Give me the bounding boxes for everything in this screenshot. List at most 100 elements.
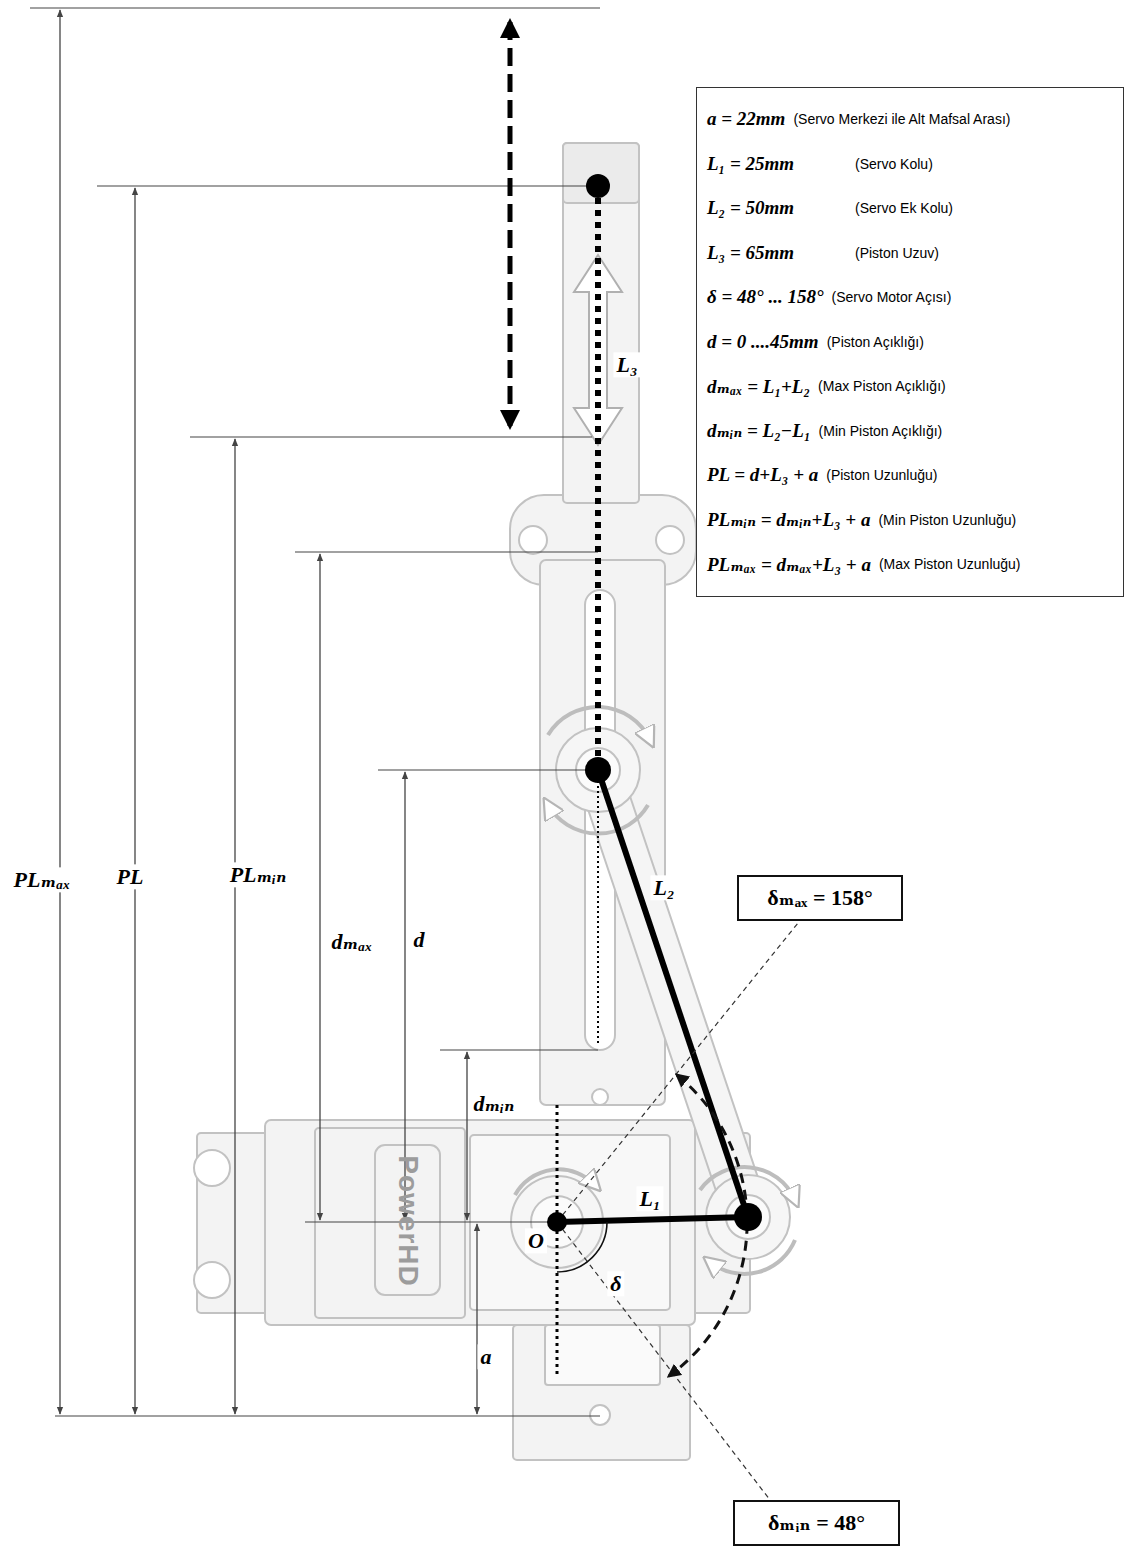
dimension-label: PL	[114, 864, 147, 889]
ghost-arm	[598, 770, 748, 1217]
link-label: L₃	[613, 352, 640, 377]
parameter-row: PLₘₐₓ = dₘₐₓ+L₃ + a (Max Piston Uzunluğu)	[707, 542, 1113, 587]
rotation-arrows-part	[700, 1167, 795, 1200]
dimension-label: dₘᵢₙ	[471, 1091, 518, 1116]
link-label: L₂	[650, 875, 677, 900]
dimension-arrows-part	[234, 439, 235, 1414]
parameter-row: PLₘᵢₙ = dₘᵢₙ+L₃ + a (Min Piston Uzunluğu)	[707, 498, 1113, 543]
angle-max-box: δₘₐₓ = 158°	[737, 875, 903, 921]
servo-mechanism-part	[513, 1325, 690, 1460]
servo-mechanism-part	[375, 1145, 440, 1295]
parameter-row: L₃ = 65mm (Piston Uzuv)	[707, 231, 1113, 276]
rotation-arrows-part	[548, 707, 650, 740]
extension-lines-part	[30, 7, 600, 8]
parameter-formula: dₘₐₓ = L₁+L₂	[707, 375, 810, 398]
parameter-row: d = 0 ....45mm(Piston Açıklığı)	[707, 320, 1113, 365]
parameter-description: (Servo Kolu)	[855, 156, 933, 172]
servo-mechanism	[194, 143, 750, 1460]
rotation-arrows	[515, 707, 795, 1274]
dimension-label: a	[478, 1344, 495, 1369]
parameter-formula: PLₘᵢₙ = dₘᵢₙ+L₃ + a	[707, 508, 870, 531]
parameter-description: (Min Piston Açıklığı)	[819, 423, 943, 439]
servo-mechanism-part	[545, 1325, 660, 1385]
parameter-description: (Max Piston Açıklığı)	[818, 378, 946, 394]
rotation-arrows-part	[710, 1240, 795, 1274]
extension-lines-part	[190, 436, 592, 437]
parameter-row: L₁ = 25mm (Servo Kolu)	[707, 142, 1113, 187]
servo-mechanism-part	[519, 526, 547, 554]
leader-lines-part	[557, 1222, 770, 1500]
angle-label: δ	[607, 1271, 624, 1296]
servo-axis	[556, 1105, 559, 1375]
parameter-table: a = 22mm (Servo Merkezi ile Alt Mafsal Ar…	[696, 87, 1124, 597]
parameter-description: (Piston Uzuv)	[855, 245, 939, 261]
extension-lines-part	[440, 1049, 598, 1050]
joint-dots-part	[586, 174, 610, 198]
parameter-formula: PLₘₐₓ = dₘₐₓ+L₃ + a	[707, 553, 871, 576]
parameter-description: (Servo Motor Açısı)	[832, 289, 952, 305]
parameter-row: dₘᵢₙ = L₂−L₁ (Min Piston Açıklığı)	[707, 409, 1113, 454]
extension-lines-part	[295, 551, 598, 552]
dimension-arrows-part	[466, 1052, 467, 1220]
angle-range-arc	[669, 1075, 747, 1376]
servo-mechanism-part	[592, 1089, 608, 1105]
rotation-arrows-part	[515, 1169, 595, 1195]
parameter-row: a = 22mm (Servo Merkezi ile Alt Mafsal Ar…	[707, 97, 1113, 142]
parameter-description: (Servo Merkezi ile Alt Mafsal Arası)	[793, 111, 1010, 127]
dimension-label: PLₘₐₓ	[11, 867, 74, 892]
extension-lines	[30, 8, 600, 1416]
extension-lines-part	[97, 185, 598, 186]
extension-lines-part	[305, 1221, 557, 1222]
angle-arc	[557, 1222, 607, 1272]
center-label: O	[525, 1228, 547, 1253]
joint-dots-part	[585, 757, 611, 783]
joint-dots-part	[734, 1203, 762, 1231]
piston-axis	[595, 186, 601, 770]
parameter-formula: L₂ = 50mm	[707, 197, 847, 219]
dimension-label: d	[411, 927, 428, 952]
slot-axis	[597, 776, 599, 1046]
servo-mechanism-part	[563, 143, 639, 203]
joint-discs	[511, 728, 790, 1268]
extension-lines-part	[378, 769, 598, 770]
parameter-formula: dₘᵢₙ = L₂−L₁	[707, 419, 811, 442]
servo-mechanism-part	[194, 1150, 230, 1186]
servo-brand: PowerHD	[392, 1152, 424, 1289]
dimension-arrows-part	[476, 1224, 477, 1414]
parameter-description: (Max Piston Uzunluğu)	[879, 556, 1021, 572]
parameter-description: (Piston Açıklığı)	[827, 334, 924, 350]
parameter-description: (Servo Ek Kolu)	[855, 200, 953, 216]
servo-mechanism-part	[315, 1128, 465, 1318]
dimension-arrows-part	[59, 10, 60, 1414]
parameter-row: PL = d+L₃ + a (Piston Uzunluğu)	[707, 453, 1113, 498]
dimension-label: dₘₐₓ	[328, 929, 375, 954]
link-label: L₁	[636, 1186, 663, 1211]
angle-limit-text: δₘᵢₙ = 48°	[768, 1510, 865, 1535]
parameter-formula: L₁ = 25mm	[707, 153, 847, 175]
dimension-arrows-part	[134, 188, 135, 1414]
dimension-arrows	[60, 10, 477, 1414]
ghost-arm-part	[598, 770, 748, 1217]
angle-min-box: δₘᵢₙ = 48°	[733, 1500, 900, 1546]
parameter-formula: a = 22mm	[707, 108, 785, 130]
joint-dots-part	[547, 1212, 567, 1232]
servo-mechanism-part	[194, 1262, 230, 1298]
servo-mechanism-part	[656, 526, 684, 554]
servo-mechanism-part	[540, 560, 665, 1105]
leader-lines	[557, 923, 798, 1500]
rotation-arrows-part	[548, 805, 648, 834]
dimension-arrows-part	[404, 772, 405, 1220]
parameter-formula: δ = 48° ... 158°	[707, 286, 824, 308]
parameter-formula: PL = d+L₃ + a	[707, 464, 818, 486]
parameter-formula: L₃ = 65mm	[707, 242, 847, 264]
parameter-description: (Piston Uzunluğu)	[826, 467, 937, 483]
leader-lines-part	[557, 923, 798, 1222]
ghost-arm-part	[598, 770, 748, 1217]
parameter-row: δ = 48° ... 158° (Servo Motor Açısı)	[707, 275, 1113, 320]
stroke-arrow	[508, 22, 513, 426]
link-l1	[557, 1217, 748, 1222]
servo-mechanism-part	[590, 1405, 610, 1425]
angle-limit-text: δₘₐₓ = 158°	[767, 885, 873, 910]
parameter-description: (Min Piston Uzunluğu)	[878, 512, 1016, 528]
